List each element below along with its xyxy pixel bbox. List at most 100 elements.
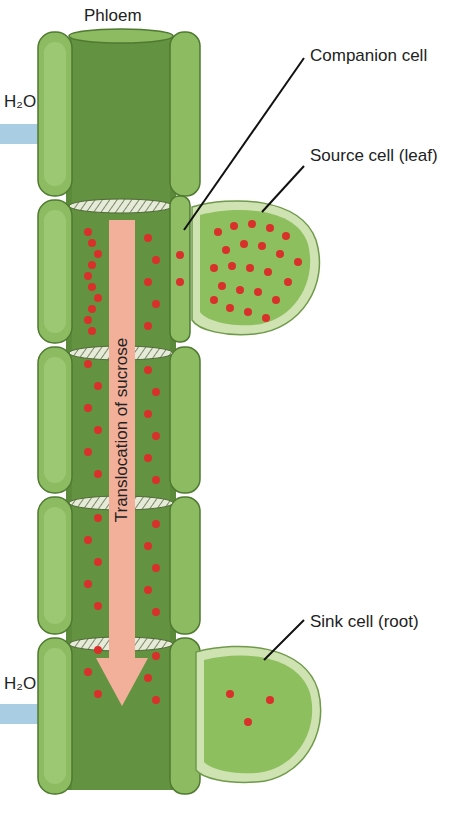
- sucrose-dot: [88, 261, 96, 269]
- sucrose-dot: [152, 564, 160, 572]
- sucrose-dot: [144, 542, 152, 550]
- side-cell-inner: [44, 210, 66, 333]
- sucrose-dot: [226, 304, 234, 312]
- sucrose-dot: [210, 296, 218, 304]
- sucrose-dot: [266, 224, 274, 232]
- sucrose-dot: [152, 652, 160, 660]
- sieve-plate: [69, 199, 173, 213]
- sucrose-dot: [152, 696, 160, 704]
- sucrose-dot: [94, 558, 102, 566]
- sucrose-dot: [152, 476, 160, 484]
- sucrose-dot: [152, 432, 160, 440]
- sucrose-dot: [152, 256, 160, 264]
- process-label: Translocation of sucrose: [112, 338, 132, 523]
- sucrose-dot: [248, 220, 256, 228]
- sucrose-dot: [218, 282, 226, 290]
- sucrose-dot: [144, 454, 152, 462]
- sucrose-dot: [144, 674, 152, 682]
- sucrose-dot: [94, 470, 102, 478]
- sucrose-dot: [84, 448, 92, 456]
- sucrose-dot: [144, 322, 152, 330]
- sucrose-dots: [84, 220, 302, 726]
- sucrose-dot: [210, 264, 218, 272]
- sucrose-dot: [222, 246, 230, 254]
- water-label: H₂O: [4, 674, 64, 694]
- sucrose-dot: [254, 288, 262, 296]
- sucrose-dot: [84, 316, 92, 324]
- sucrose-dot: [94, 690, 102, 698]
- sucrose-dot: [262, 314, 270, 322]
- sucrose-dot: [282, 232, 290, 240]
- sucrose-dot: [272, 296, 280, 304]
- side-cell: [38, 347, 72, 493]
- part-label: Source cell (leaf): [310, 146, 440, 166]
- sucrose-dot: [84, 360, 92, 368]
- part-label: Companion cell: [310, 46, 440, 66]
- sucrose-dot: [152, 608, 160, 616]
- sucrose-dot: [144, 410, 152, 418]
- sucrose-dot: [152, 520, 160, 528]
- sucrose-dot: [84, 580, 92, 588]
- sucrose-dot: [152, 388, 160, 396]
- sucrose-dot: [88, 283, 96, 291]
- sucrose-dot: [94, 514, 102, 522]
- sucrose-dot: [264, 268, 272, 276]
- side-cell: [170, 32, 200, 196]
- water-label: H₂O: [4, 92, 64, 112]
- sucrose-dot: [84, 404, 92, 412]
- sucrose-dot: [176, 251, 184, 259]
- sucrose-dot: [244, 718, 252, 726]
- side-cell: [38, 32, 72, 196]
- sucrose-dot: [176, 278, 184, 286]
- sucrose-dot: [94, 250, 102, 258]
- translocation-arrow: [96, 220, 148, 706]
- source-cell: [192, 201, 319, 335]
- side-cell: [170, 497, 200, 634]
- side-cell: [38, 200, 72, 343]
- sucrose-dot: [226, 690, 234, 698]
- side-cell-inner: [44, 42, 66, 186]
- sucrose-dot: [94, 426, 102, 434]
- sucrose-dot: [88, 305, 96, 313]
- sucrose-dot: [284, 278, 292, 286]
- side-cell-inner: [44, 507, 66, 624]
- sucrose-dot: [266, 696, 274, 704]
- side-cell-inner: [44, 357, 66, 483]
- sucrose-dot: [144, 366, 152, 374]
- side-cell-inner: [44, 648, 66, 784]
- sucrose-dot: [88, 327, 96, 335]
- sucrose-dot: [94, 602, 102, 610]
- sucrose-dot: [214, 228, 222, 236]
- sucrose-dot: [94, 294, 102, 302]
- companion-cell: [170, 196, 190, 342]
- sink-cell: [196, 646, 321, 782]
- sucrose-dot: [84, 668, 92, 676]
- sucrose-dot: [88, 239, 96, 247]
- sucrose-dot: [236, 286, 244, 294]
- sucrose-dot: [144, 586, 152, 594]
- sucrose-dot: [246, 264, 254, 272]
- tissue-label: Phloem: [84, 6, 204, 26]
- sucrose-dot: [152, 300, 160, 308]
- side-cell: [38, 638, 72, 794]
- sucrose-dot: [244, 308, 252, 316]
- sucrose-dot: [230, 222, 238, 230]
- side-cell: [38, 497, 72, 634]
- side-cell: [170, 347, 200, 493]
- tube-top: [69, 29, 173, 43]
- sucrose-dot: [294, 258, 302, 266]
- sucrose-dot: [94, 382, 102, 390]
- sieve-side-cells: [38, 32, 200, 794]
- sucrose-dot: [258, 242, 266, 250]
- leader-lines: [184, 58, 304, 660]
- sucrose-dot: [276, 250, 284, 258]
- sucrose-dot: [144, 278, 152, 286]
- part-label: Sink cell (root): [310, 612, 440, 632]
- sucrose-dot: [84, 228, 92, 236]
- sucrose-dot: [94, 646, 102, 654]
- sucrose-dot: [228, 262, 236, 270]
- sucrose-dot: [84, 536, 92, 544]
- sucrose-dot: [84, 272, 92, 280]
